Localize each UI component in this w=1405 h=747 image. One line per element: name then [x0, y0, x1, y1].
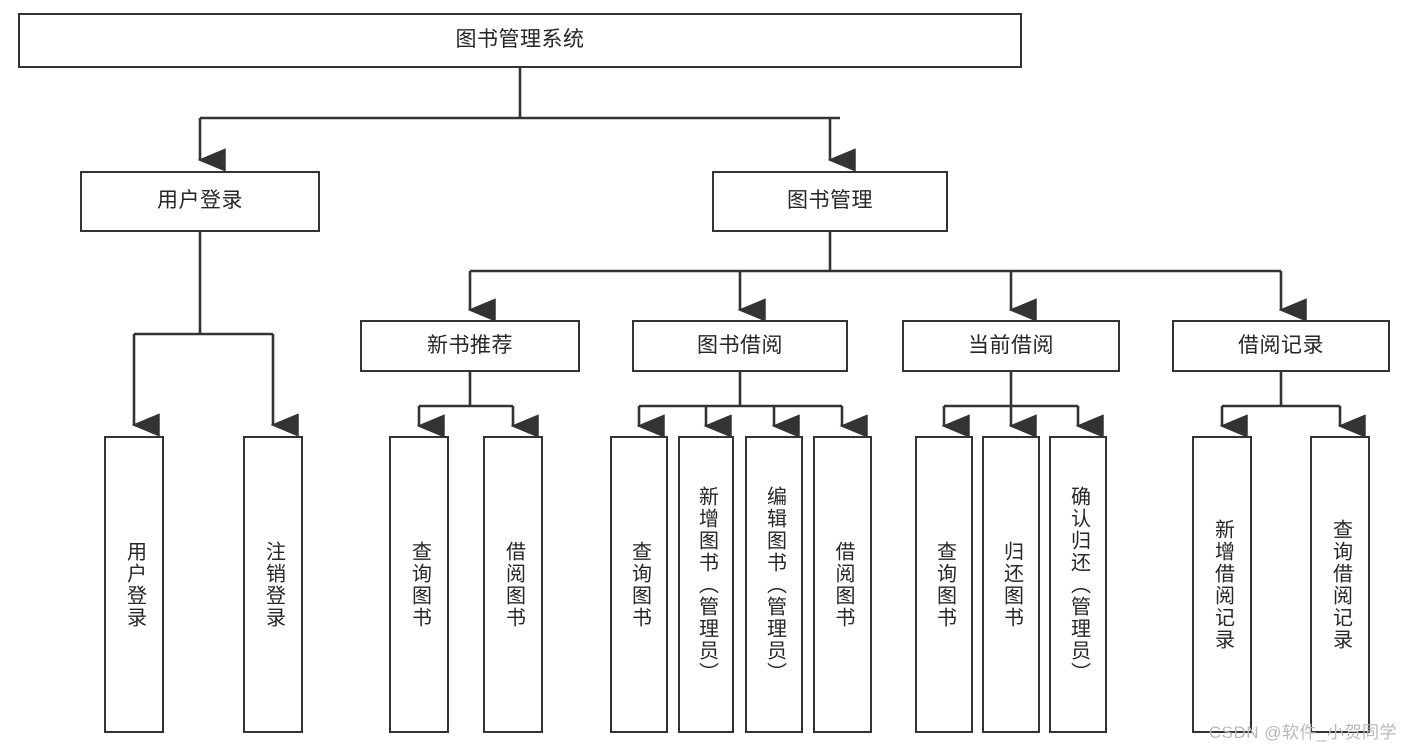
node-leaf-logout[interactable]: 注销登录 — [243, 436, 303, 733]
node-label: 查询图书 — [933, 540, 956, 629]
node-leaf-add-record[interactable]: 新增借阅记录 — [1192, 436, 1252, 733]
node-label: 用户登录 — [123, 540, 146, 629]
node-leaf-query-book-3[interactable]: 查询图书 — [915, 436, 973, 733]
node-leaf-borrow-book-1[interactable]: 借阅图书 — [483, 436, 543, 733]
node-leaf-query-record[interactable]: 查询借阅记录 — [1310, 436, 1370, 733]
node-label: 图书管理 — [787, 189, 873, 213]
node-leaf-query-book-1[interactable]: 查询图书 — [389, 436, 449, 733]
node-leaf-confirm-return[interactable]: 确认归还（管理员） — [1049, 436, 1107, 733]
node-new-book-recommend[interactable]: 新书推荐 — [360, 320, 580, 372]
node-label: 图书管理系统 — [455, 28, 585, 52]
node-label: 归还图书 — [1000, 540, 1023, 629]
node-label: 新书推荐 — [427, 333, 513, 357]
node-label: 注销登录 — [262, 540, 285, 629]
node-label: 当前借阅 — [968, 333, 1054, 357]
node-label: 借阅图书 — [832, 540, 854, 629]
node-label: 查询图书 — [628, 540, 651, 629]
node-label: 图书借阅 — [697, 333, 783, 357]
node-label: 新增图书（管理员） — [695, 485, 718, 684]
node-book-borrow[interactable]: 图书借阅 — [632, 320, 848, 372]
node-leaf-return-book[interactable]: 归还图书 — [982, 436, 1040, 733]
node-label: 查询图书 — [408, 540, 431, 629]
node-root[interactable]: 图书管理系统 — [18, 13, 1022, 68]
node-current-borrow[interactable]: 当前借阅 — [902, 320, 1120, 372]
node-book-manage[interactable]: 图书管理 — [712, 171, 948, 232]
node-label: 借阅记录 — [1238, 333, 1324, 357]
node-label: 新增借阅记录 — [1211, 518, 1234, 651]
node-label: 编辑图书（管理员） — [763, 485, 786, 684]
node-borrow-record[interactable]: 借阅记录 — [1172, 320, 1390, 372]
node-label: 借阅图书 — [502, 540, 525, 629]
node-leaf-add-book[interactable]: 新增图书（管理员） — [678, 436, 734, 733]
node-label: 查询借阅记录 — [1329, 518, 1352, 651]
node-leaf-edit-book[interactable]: 编辑图书（管理员） — [745, 436, 803, 733]
node-leaf-user-login[interactable]: 用户登录 — [104, 436, 164, 733]
node-label: 确认归还（管理员） — [1067, 485, 1090, 684]
watermark-text: CSDN @软件_小贺同学 — [1208, 723, 1397, 742]
node-user-login[interactable]: 用户登录 — [80, 171, 320, 232]
node-leaf-query-book-2[interactable]: 查询图书 — [610, 436, 668, 733]
node-label: 用户登录 — [157, 189, 243, 213]
node-leaf-borrow-book-2[interactable]: 借阅图书 — [813, 436, 872, 733]
